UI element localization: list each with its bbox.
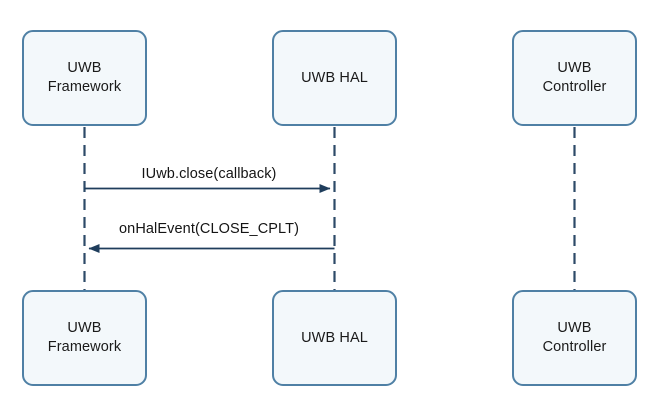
- participant-label-uwb-controller-bottom: UWB Controller: [542, 320, 607, 355]
- participant-box-uwb-framework-top[interactable]: UWB Framework: [22, 30, 147, 126]
- lifeline-group: [83, 127, 576, 290]
- participant-label-uwb-hal-top: UWB HAL: [301, 69, 368, 86]
- participant-box-uwb-hal-top[interactable]: UWB HAL: [272, 30, 397, 126]
- message-label-onhalevent-close-cplt: onHalEvent(CLOSE_CPLT): [118, 221, 300, 237]
- participant-box-uwb-controller-bottom[interactable]: UWB Controller: [512, 290, 637, 386]
- participant-label-uwb-framework-bottom: UWB Framework: [47, 320, 122, 355]
- participant-box-uwb-controller-top[interactable]: UWB Controller: [512, 30, 637, 126]
- message-label-iuwb-close: IUwb.close(callback): [141, 166, 277, 182]
- participant-label-uwb-hal-bottom: UWB HAL: [301, 329, 368, 346]
- participant-label-uwb-framework-top: UWB Framework: [47, 60, 122, 95]
- message-arrow-group: [84, 184, 335, 253]
- participant-box-uwb-framework-bottom[interactable]: UWB Framework: [22, 290, 147, 386]
- participant-label-uwb-controller-top: UWB Controller: [542, 60, 607, 95]
- participant-box-uwb-hal-bottom[interactable]: UWB HAL: [272, 290, 397, 386]
